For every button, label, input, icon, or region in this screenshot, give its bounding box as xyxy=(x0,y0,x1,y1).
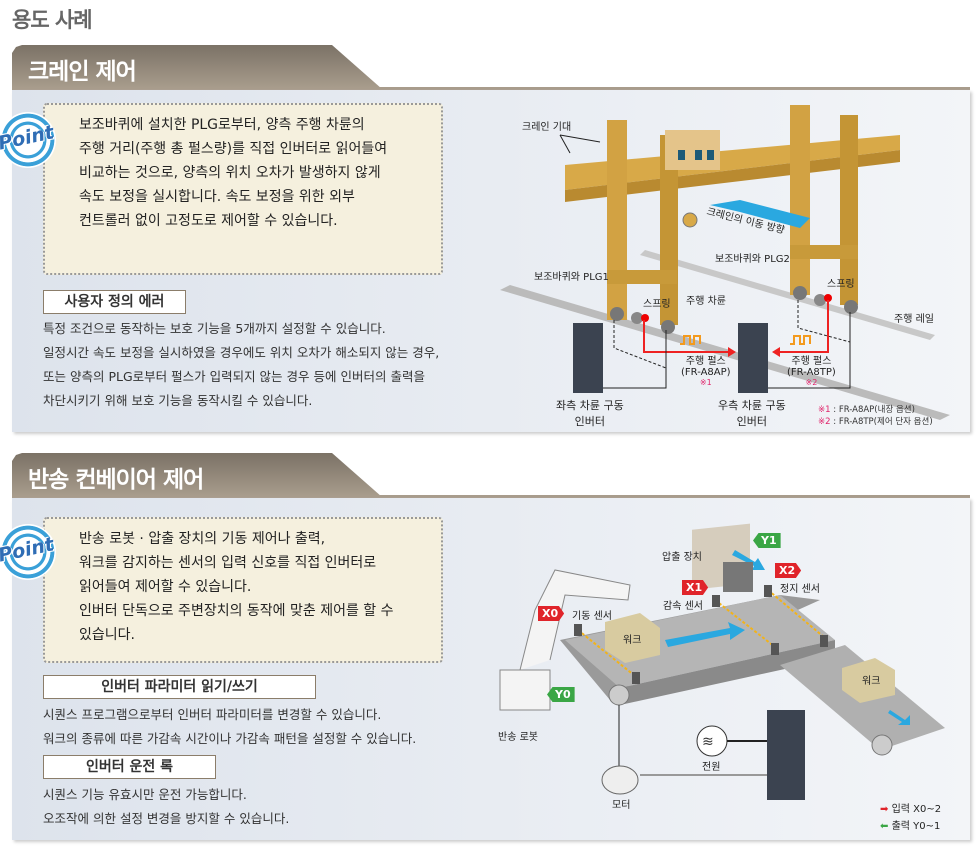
label-drive-wheel: 주행 차륜 xyxy=(686,296,726,307)
legend-input: ➡ 입력 X0~2 xyxy=(880,804,942,815)
point-line: 인버터 단독으로 주변장치의 동작에 맞춘 제어를 할 수 xyxy=(79,603,394,619)
label-stop-sensor: 정지 센서 xyxy=(780,584,820,595)
label-spring-2: 스프링 xyxy=(827,279,855,290)
subheading-parameter-rw: 인버터 파라미터 읽기/쓰기 xyxy=(43,675,316,699)
label-pusher: 압출 장치 xyxy=(662,552,702,563)
conveyor-diagram: ≋ 압출 장치 기동 센서 감속 센서 정지 센서 워크 워크 반송 로봇 전원… xyxy=(480,500,970,840)
label-crane-body: 크레인 기대 xyxy=(522,122,572,133)
point-line: 보조바퀴에 설치한 PLG로부터, 양측 주행 차륜의 xyxy=(79,117,365,133)
note-1: ※1 : FR-A8AP(내장 옵션) xyxy=(818,405,915,415)
crane-body-text: 특정 조건으로 동작하는 보호 기능을 5개까지 설정할 수 있습니다. 일정시… xyxy=(43,317,439,413)
section-tab-crane: 크레인 제어 xyxy=(12,45,382,89)
sub2-body-text: 시퀀스 기능 유효시만 운전 가능합니다. 오조작에 의한 설정 변경을 방지할… xyxy=(43,783,289,831)
label-plg1: 보조바퀴와 PLG1 xyxy=(534,272,609,283)
tag-x0: X0 xyxy=(538,606,565,621)
point-line: 비교하는 것으로, 양측의 위치 오차가 발생하지 않게 xyxy=(79,165,381,181)
section-tab-conveyor: 반송 컨베이어 제어 xyxy=(12,453,382,497)
body-line: 또는 양측의 PLG로부터 펄스가 입력되지 않는 경우 등에 인버터의 출력을 xyxy=(43,369,425,384)
svg-text:≋: ≋ xyxy=(702,734,714,750)
note-2: ※2 : FR-A8TP(제어 단자 옵션) xyxy=(818,417,933,427)
point-line: 읽어들여 제어할 수 있습니다. xyxy=(79,579,252,595)
label-rail: 주행 레일 xyxy=(894,314,934,325)
sub1-body-text: 시퀀스 프로그램으로부터 인버터 파라미터를 변경할 수 있습니다. 워크의 종… xyxy=(43,703,416,751)
tag-x2: X2 xyxy=(775,563,802,578)
point-line: 있습니다. xyxy=(79,627,135,643)
point-box-conveyor: 반송 로봇 · 압출 장치의 기동 제어나 출력, 워크를 감지하는 센서의 입… xyxy=(43,517,443,663)
body-line: 오조작에 의한 설정 변경을 방지할 수 있습니다. xyxy=(43,811,290,826)
tag-y0: Y0 xyxy=(547,687,575,702)
label-decel-sensor: 감속 센서 xyxy=(663,601,703,612)
body-line: 시퀀스 프로그램으로부터 인버터 파라미터를 변경할 수 있습니다. xyxy=(43,707,382,722)
subheading-user-error: 사용자 정의 에러 xyxy=(43,290,186,314)
point-line: 속도 보정을 실시합니다. 속도 보정을 위한 외부 xyxy=(79,189,355,205)
green-arrow-icon: ⬅ xyxy=(880,821,889,832)
crane-diagram: 크레인 기대 크레인의 이동 방향 보조바퀴와 PLG1 보조바퀴와 PLG2 … xyxy=(500,90,970,430)
body-line: 차단시키기 위해 보호 기능을 동작시킬 수 있습니다. xyxy=(43,393,313,408)
label-pulse-2: 주행 펄스(FR-A8TP)※2 xyxy=(787,356,836,387)
legend-output: ⬅ 출력 Y0~1 xyxy=(880,821,941,832)
body-line: 일정시간 속도 보정을 실시하였을 경우에도 위치 오차가 해소되지 않는 경우… xyxy=(43,345,440,360)
body-line: 워크의 종류에 따른 가감속 시간이나 가감속 패턴을 설정할 수 있습니다. xyxy=(43,731,417,746)
label-robot: 반송 로봇 xyxy=(498,732,538,743)
subheading-operation-lock: 인버터 운전 록 xyxy=(43,755,216,779)
tag-x1: X1 xyxy=(682,580,709,595)
point-badge: Point xyxy=(0,112,56,168)
body-line: 시퀀스 기능 유효시만 운전 가능합니다. xyxy=(43,787,247,802)
point-badge: Point xyxy=(0,524,56,580)
label-work-1: 워크 xyxy=(623,635,642,646)
label-work-2: 워크 xyxy=(862,676,881,687)
label-start-sensor: 기동 센서 xyxy=(572,611,612,622)
page-title: 용도 사례 xyxy=(12,8,93,32)
divider xyxy=(12,87,970,90)
label-plg2: 보조바퀴와 PLG2 xyxy=(715,254,790,265)
divider xyxy=(12,495,970,498)
crane-illustration xyxy=(500,105,950,420)
body-line: 특정 조건으로 동작하는 보호 기능을 5개까지 설정할 수 있습니다. xyxy=(43,321,386,336)
point-box-crane: 보조바퀴에 설치한 PLG로부터, 양측 주행 차륜의 주행 거리(주행 총 펄… xyxy=(43,103,443,275)
conveyor-illustration: ≋ xyxy=(499,523,945,800)
point-line: 반송 로봇 · 압출 장치의 기동 제어나 출력, xyxy=(79,531,326,547)
tag-y1: Y1 xyxy=(753,533,781,548)
label-power: 전원 xyxy=(702,762,721,773)
label-motor: 모터 xyxy=(612,800,631,811)
point-line: 컨트롤러 없이 고정도로 제어할 수 있습니다. xyxy=(79,213,338,229)
red-arrow-icon: ➡ xyxy=(880,804,889,815)
label-spring-1: 스프링 xyxy=(643,299,671,310)
label-pulse-1: 주행 펄스(FR-A8AP)※1 xyxy=(681,356,731,387)
point-line: 워크를 감지하는 센서의 입력 신호를 직접 인버터로 xyxy=(79,555,377,571)
point-line: 주행 거리(주행 총 펄스량)를 직접 인버터로 읽어들여 xyxy=(79,141,388,157)
